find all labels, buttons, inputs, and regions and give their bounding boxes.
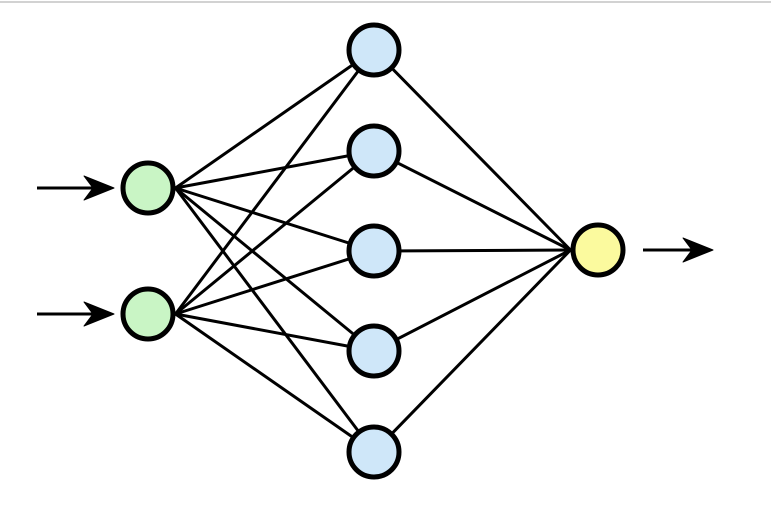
edge-input1-hidden3 (175, 186, 375, 253)
input-arrow-1-head-icon (83, 175, 115, 201)
edge-input1-hidden5 (174, 187, 376, 453)
output-node-1 (570, 222, 626, 278)
edge-input2-hidden2 (174, 149, 375, 316)
hidden-node-5 (346, 424, 402, 480)
edge-hidden1-output1 (372, 48, 572, 252)
edge-input1-hidden2 (175, 149, 375, 190)
edge-input2-hidden5 (174, 312, 375, 454)
hidden-node-2 (346, 123, 402, 179)
edge-input1-hidden4 (174, 186, 375, 353)
hidden-node-1 (346, 22, 402, 78)
edge-input2-hidden4 (175, 312, 375, 353)
hidden-node-3 (346, 223, 402, 279)
input-node-2 (120, 286, 176, 342)
output-arrow-1-head-icon (682, 237, 714, 263)
edge-hidden3-output1 (373, 248, 571, 253)
edge-input2-hidden1 (174, 49, 376, 315)
edge-hidden4-output1 (373, 248, 572, 353)
edge-input2-hidden3 (175, 249, 375, 316)
input-node-1 (120, 160, 176, 216)
input-arrow-2-head-icon (83, 301, 115, 327)
edge-hidden2-output1 (373, 149, 572, 252)
edge-hidden5-output1 (372, 248, 572, 454)
edge-input1-hidden1 (174, 48, 375, 190)
hidden-node-4 (346, 323, 402, 379)
